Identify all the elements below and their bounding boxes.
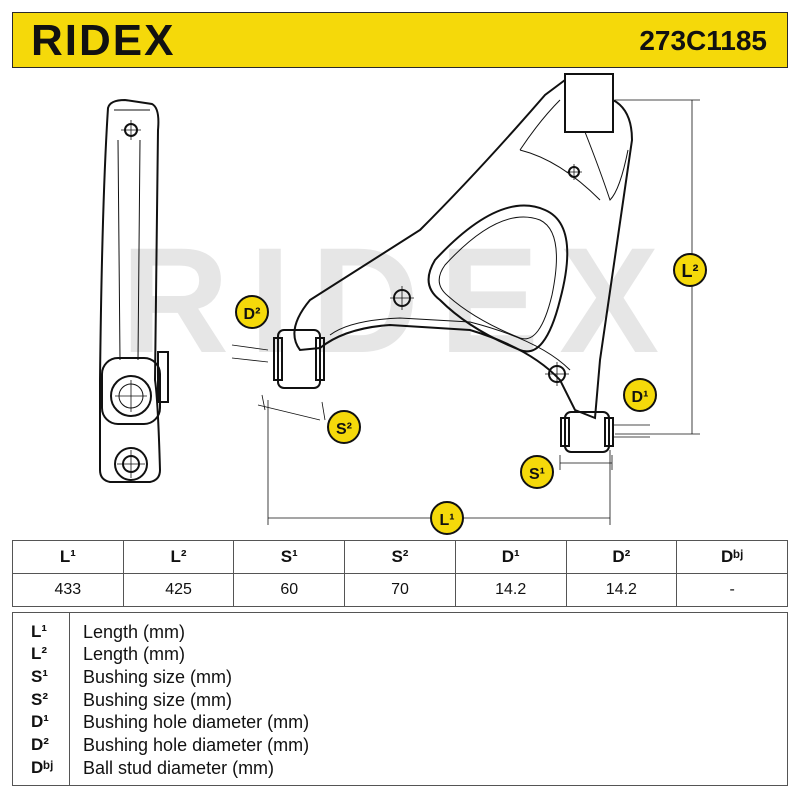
spec-value-d1: 14.2 bbox=[454, 573, 567, 607]
legend-text: Ball stud diameter (mm) bbox=[83, 758, 275, 778]
badge-s2: S² bbox=[327, 410, 361, 444]
legend-text: Length (mm) bbox=[83, 644, 186, 664]
badge-d1: D¹ bbox=[623, 378, 657, 412]
part-number: 273C1185 bbox=[639, 25, 767, 56]
badge-s1: S¹ bbox=[520, 455, 554, 489]
legend-symbol: Dᵇʲ bbox=[31, 758, 54, 777]
legend-text: Bushing size (mm) bbox=[83, 667, 233, 687]
side-view-arm bbox=[99, 98, 169, 483]
spec-header-d1: D¹ bbox=[454, 540, 567, 574]
main-view-arm bbox=[273, 73, 634, 453]
legend-symbol: S¹ bbox=[31, 667, 48, 686]
spec-table-value-row: 433 425 60 70 14.2 14.2 - bbox=[12, 573, 788, 607]
spec-value-l2: 425 bbox=[122, 573, 235, 607]
spec-value-d2: 14.2 bbox=[565, 573, 678, 607]
badge-d2: D² bbox=[235, 295, 269, 329]
legend-text: Length (mm) bbox=[83, 622, 186, 642]
badge-d2-label: D² bbox=[244, 306, 261, 323]
spec-value-s1: 60 bbox=[233, 573, 346, 607]
legend-row: D² Bushing hole diameter (mm) bbox=[13, 734, 787, 756]
spec-value-s2: 70 bbox=[344, 573, 456, 607]
legend-row: S¹ Bushing size (mm) bbox=[13, 666, 787, 688]
spec-value-l1: 433 bbox=[12, 573, 124, 607]
watermark: RIDEX bbox=[121, 216, 679, 384]
legend-symbol: L¹ bbox=[31, 622, 48, 641]
badge-l1: L¹ bbox=[430, 501, 464, 535]
spec-header-s2: S² bbox=[344, 540, 456, 574]
spec-value-dbj: - bbox=[676, 573, 788, 607]
legend-row: S² Bushing size (mm) bbox=[13, 689, 787, 711]
badge-d1-label: D¹ bbox=[632, 389, 649, 406]
legend-row: L¹ Length (mm) bbox=[13, 621, 787, 643]
legend-symbol: L² bbox=[31, 644, 48, 663]
legend-row: L² Length (mm) bbox=[13, 643, 787, 665]
legend-symbol: D¹ bbox=[31, 712, 49, 731]
legend-text: Bushing size (mm) bbox=[83, 690, 233, 710]
spec-table-header-row: L¹ L² S¹ S² D¹ D² Dᵇʲ bbox=[12, 540, 788, 574]
badge-l2-label: L² bbox=[682, 261, 699, 281]
spec-header-s1: S¹ bbox=[233, 540, 346, 574]
legend-text: Bushing hole diameter (mm) bbox=[83, 712, 310, 732]
spec-header-d2: D² bbox=[565, 540, 678, 574]
badge-l1-label: L¹ bbox=[439, 512, 454, 529]
legend-row: D¹ Bushing hole diameter (mm) bbox=[13, 711, 787, 733]
dimension-lines bbox=[231, 99, 700, 525]
spec-header-l1: L¹ bbox=[12, 540, 124, 574]
legend: L¹ Length (mm) L² Length (mm) S¹ Bushing… bbox=[12, 612, 788, 786]
legend-symbol: S² bbox=[31, 690, 48, 709]
legend-divider bbox=[69, 613, 70, 785]
legend-row: Dᵇʲ Ball stud diameter (mm) bbox=[13, 757, 787, 779]
spec-table: L¹ L² S¹ S² D¹ D² Dᵇʲ 433 425 60 70 14.2… bbox=[12, 540, 788, 607]
technical-drawing: RIDEX bbox=[99, 73, 707, 535]
brand-logo: RIDEX bbox=[31, 16, 176, 65]
spec-header-l2: L² bbox=[122, 540, 235, 574]
badge-s2-label: S² bbox=[336, 421, 352, 438]
spec-header-dbj: Dᵇʲ bbox=[676, 540, 788, 574]
badge-l2: L² bbox=[673, 253, 707, 287]
legend-symbol: D² bbox=[31, 735, 49, 754]
header-bar: RIDEX 273C1185 bbox=[12, 12, 788, 68]
badge-s1-label: S¹ bbox=[529, 466, 545, 483]
legend-text: Bushing hole diameter (mm) bbox=[83, 735, 310, 755]
